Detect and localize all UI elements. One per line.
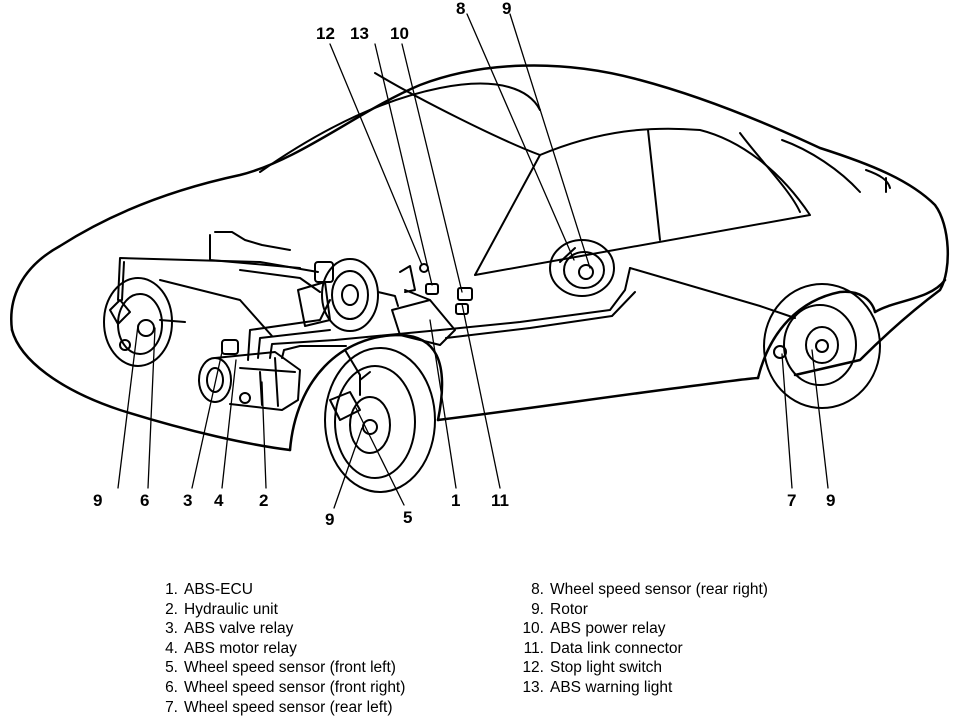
legend-num: 3. (165, 620, 178, 638)
brake-lines (117, 231, 796, 396)
legend-label: ABS valve relay (184, 620, 294, 638)
callout-13: 13 (350, 24, 369, 43)
legend-label: ABS power relay (550, 620, 666, 638)
legend-item: 3. ABS valve relay (160, 619, 405, 639)
legend-item: 10. ABS power relay (506, 619, 768, 639)
legend-item: 11. Data link connector (506, 639, 768, 659)
legend-label: ABS-ECU (184, 581, 253, 598)
callout-8: 8 (456, 0, 466, 18)
legend-label: Stop light switch (550, 659, 662, 677)
legend-num: 6. (165, 678, 178, 696)
legend-label: Wheel speed sensor (rear left) (184, 698, 393, 716)
legend-label: Data link connector (550, 639, 683, 657)
callout-2: 2 (259, 491, 269, 510)
legend-label: ABS motor relay (184, 639, 297, 657)
legend-num: 4. (165, 639, 178, 657)
front-left-wheel (324, 347, 436, 493)
legend-right: 8. Wheel speed sensor (rear right) 9. Roto… (506, 580, 768, 698)
rear-left-wheel (763, 283, 881, 409)
legend-label: Rotor (550, 600, 588, 618)
legend-num: 7. (165, 698, 178, 716)
legend-num: 2. (165, 600, 178, 618)
front-right-wheel (103, 277, 186, 367)
brake-booster (297, 258, 399, 332)
legend-label: Hydraulic unit (184, 600, 278, 618)
legend-item: 4. ABS motor relay (160, 639, 405, 659)
legend-left: 1. ABS-ECU 2. Hydraulic unit 3. ABS valve r… (160, 580, 405, 716)
legend-item: 13. ABS warning light (506, 678, 768, 698)
callout-9-left: 9 (93, 491, 103, 510)
legend-label: ABS warning light (550, 678, 673, 696)
legend-item: 1. ABS-ECU (160, 580, 405, 600)
callout-10: 10 (390, 24, 409, 43)
callout-5: 5 (403, 508, 413, 527)
legend-label: Wheel speed sensor (rear right) (550, 581, 768, 598)
legend-num: 8. (531, 581, 544, 598)
legend-item: 2. Hydraulic unit (160, 600, 405, 620)
legend-item: 9. Rotor (506, 600, 768, 620)
legend-item: 12. Stop light switch (506, 658, 768, 678)
legend-num: 1. (165, 581, 178, 598)
rear-right-wheel (549, 239, 615, 297)
legend-num: 10. (522, 620, 544, 638)
leader-lines (117, 13, 829, 509)
legend-num: 13. (522, 678, 544, 696)
hydraulic-unit (198, 339, 301, 411)
callout-7: 7 (787, 491, 797, 510)
callout-9-front: 9 (325, 510, 335, 529)
callout-11: 11 (491, 491, 509, 510)
car-body (10, 64, 949, 452)
callout-9-top: 9 (502, 0, 512, 18)
callout-6: 6 (140, 491, 150, 510)
legend-num: 5. (165, 659, 178, 677)
legend-item: 5. Wheel speed sensor (front left) (160, 658, 405, 678)
car-windows (259, 72, 891, 276)
legend-item: 8. Wheel speed sensor (rear right) (506, 580, 768, 600)
legend-num: 12. (522, 659, 544, 677)
callout-4: 4 (214, 491, 224, 510)
legend-item: 7. Wheel speed sensor (rear left) (160, 698, 405, 716)
callout-9-rear: 9 (826, 491, 836, 510)
legend-num: 11. (523, 639, 544, 657)
callout-12: 12 (316, 24, 335, 43)
callout-3: 3 (183, 491, 193, 510)
legend-item: 6. Wheel speed sensor (front right) (160, 678, 405, 698)
legend-label: Wheel speed sensor (front left) (184, 659, 396, 677)
callout-1: 1 (451, 491, 461, 510)
legend-label: Wheel speed sensor (front right) (184, 678, 406, 696)
legend-num: 9. (531, 600, 544, 618)
